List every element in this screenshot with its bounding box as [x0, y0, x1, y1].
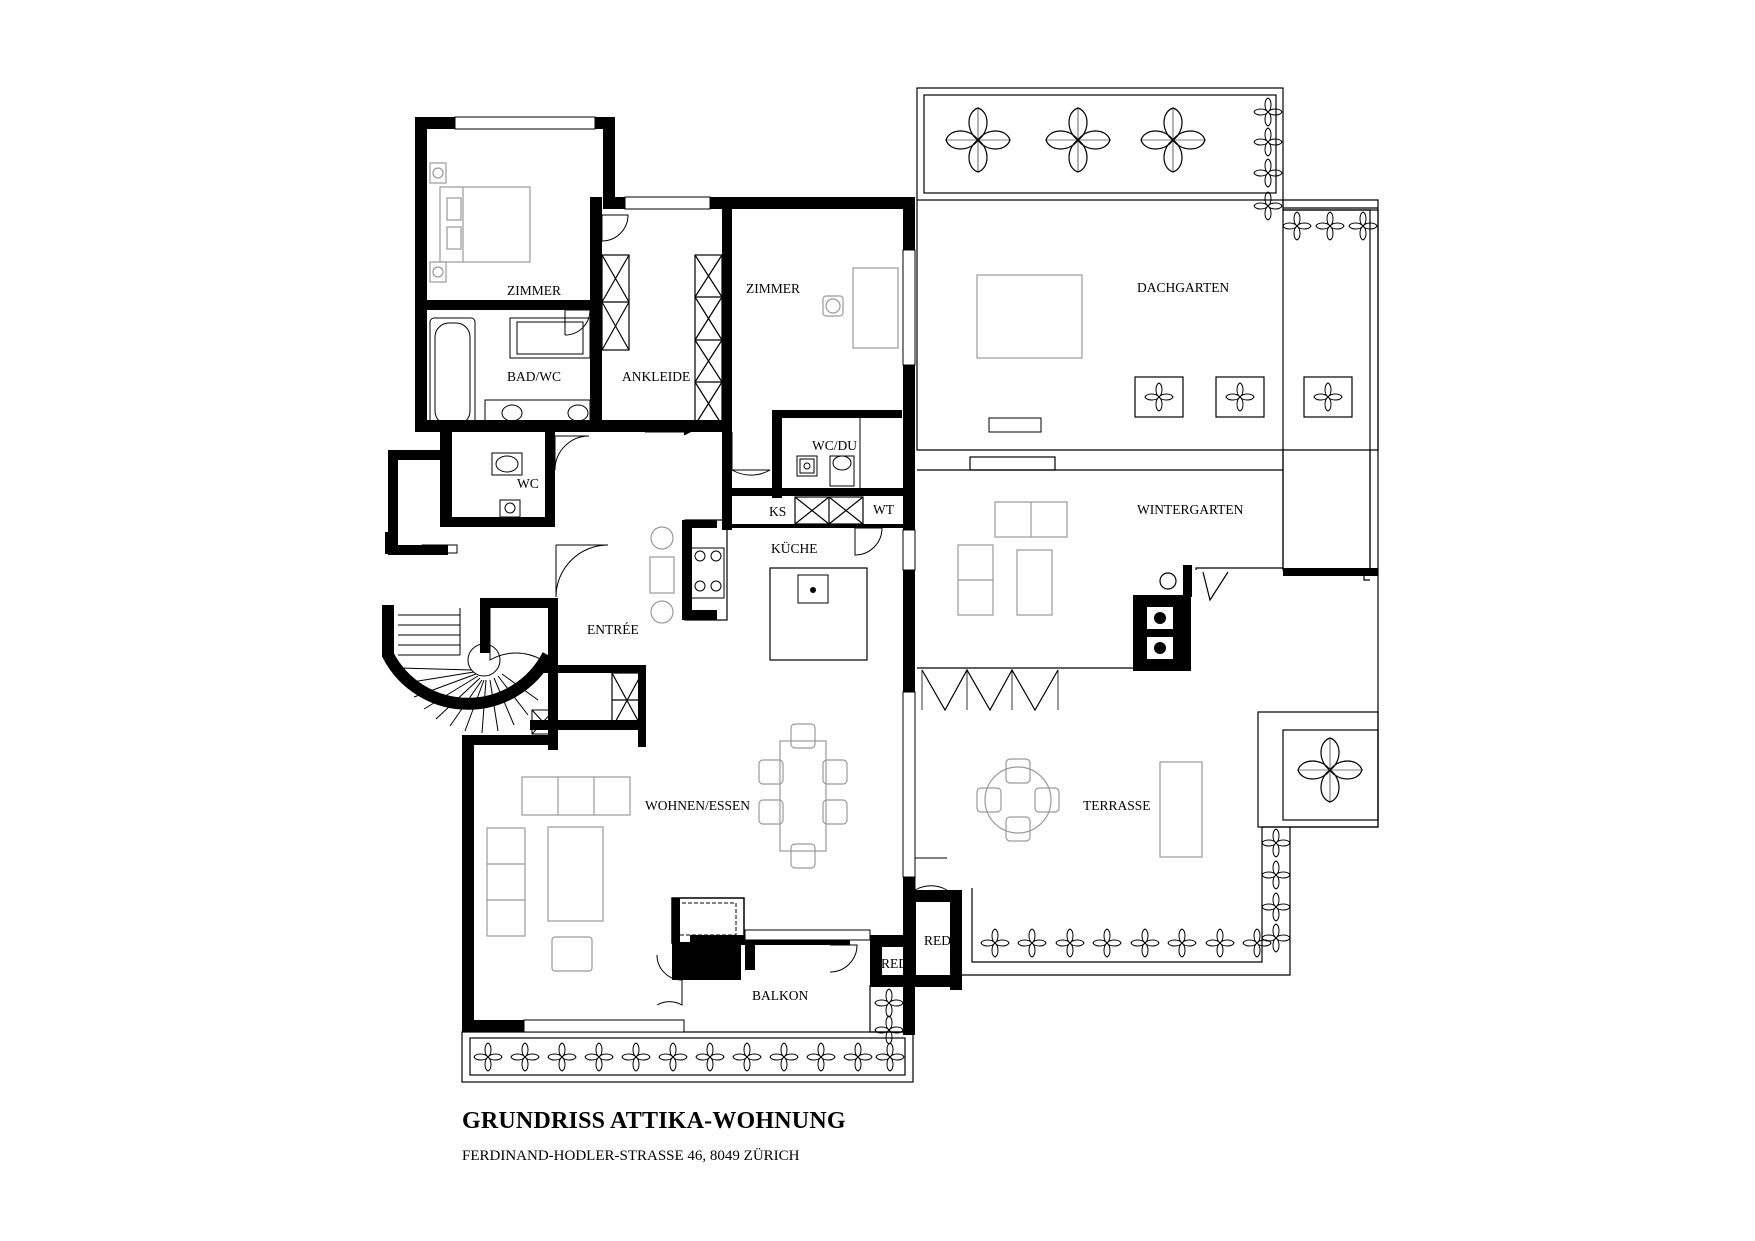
- dachgarten-planters: [976, 274, 1353, 433]
- label-red-1: RED: [881, 956, 908, 971]
- doors: [489, 214, 948, 1006]
- room-labels: ZIMMER ZIMMER BAD/WC ANKLEIDE WC WC/DU K…: [507, 280, 1244, 1003]
- label-entree: ENTRÉE: [587, 622, 639, 637]
- label-red-2: RED: [924, 933, 951, 948]
- spiral-stair: [382, 605, 555, 735]
- wintergarten-wall: [1283, 568, 1378, 576]
- label-bad-wc: BAD/WC: [507, 369, 561, 384]
- balcony-planter-flowers: [473, 1042, 905, 1072]
- label-balkon: BALKON: [752, 988, 808, 1003]
- label-zimmer-2: ZIMMER: [746, 281, 800, 296]
- label-dachgarten: DACHGARTEN: [1137, 280, 1229, 295]
- plan-address: FERDINAND-HODLER-STRASSE 46, 8049 ZÜRICH: [462, 1148, 800, 1164]
- wintergarten: [917, 450, 1371, 712]
- label-wintergarten: WINTERGARTEN: [1137, 502, 1244, 517]
- label-wohnen-essen: WOHNEN/ESSEN: [645, 798, 750, 813]
- bathroom-fixtures: [429, 317, 861, 518]
- windows: [421, 116, 916, 1033]
- label-wt: WT: [873, 502, 895, 517]
- label-ankleide: ANKLEIDE: [622, 369, 690, 384]
- plan-title: GRUNDRISS ATTIKA-WOHNUNG: [462, 1108, 846, 1134]
- label-ks: KS: [769, 504, 786, 519]
- label-wc-du: WC/DU: [812, 438, 857, 453]
- label-terrasse: TERRASSE: [1083, 798, 1151, 813]
- label-zimmer-1: ZIMMER: [507, 283, 561, 298]
- wardrobes: [601, 254, 864, 729]
- bedroom-furniture: [429, 162, 899, 349]
- wintergarten-stove: [1133, 565, 1192, 671]
- kitchen: [649, 519, 868, 661]
- label-kueche: KÜCHE: [771, 541, 818, 556]
- label-wc: WC: [517, 476, 539, 491]
- terrasse-furniture: [976, 758, 1203, 858]
- living-furniture: [486, 723, 848, 972]
- wintergarten-furniture: [957, 501, 1068, 616]
